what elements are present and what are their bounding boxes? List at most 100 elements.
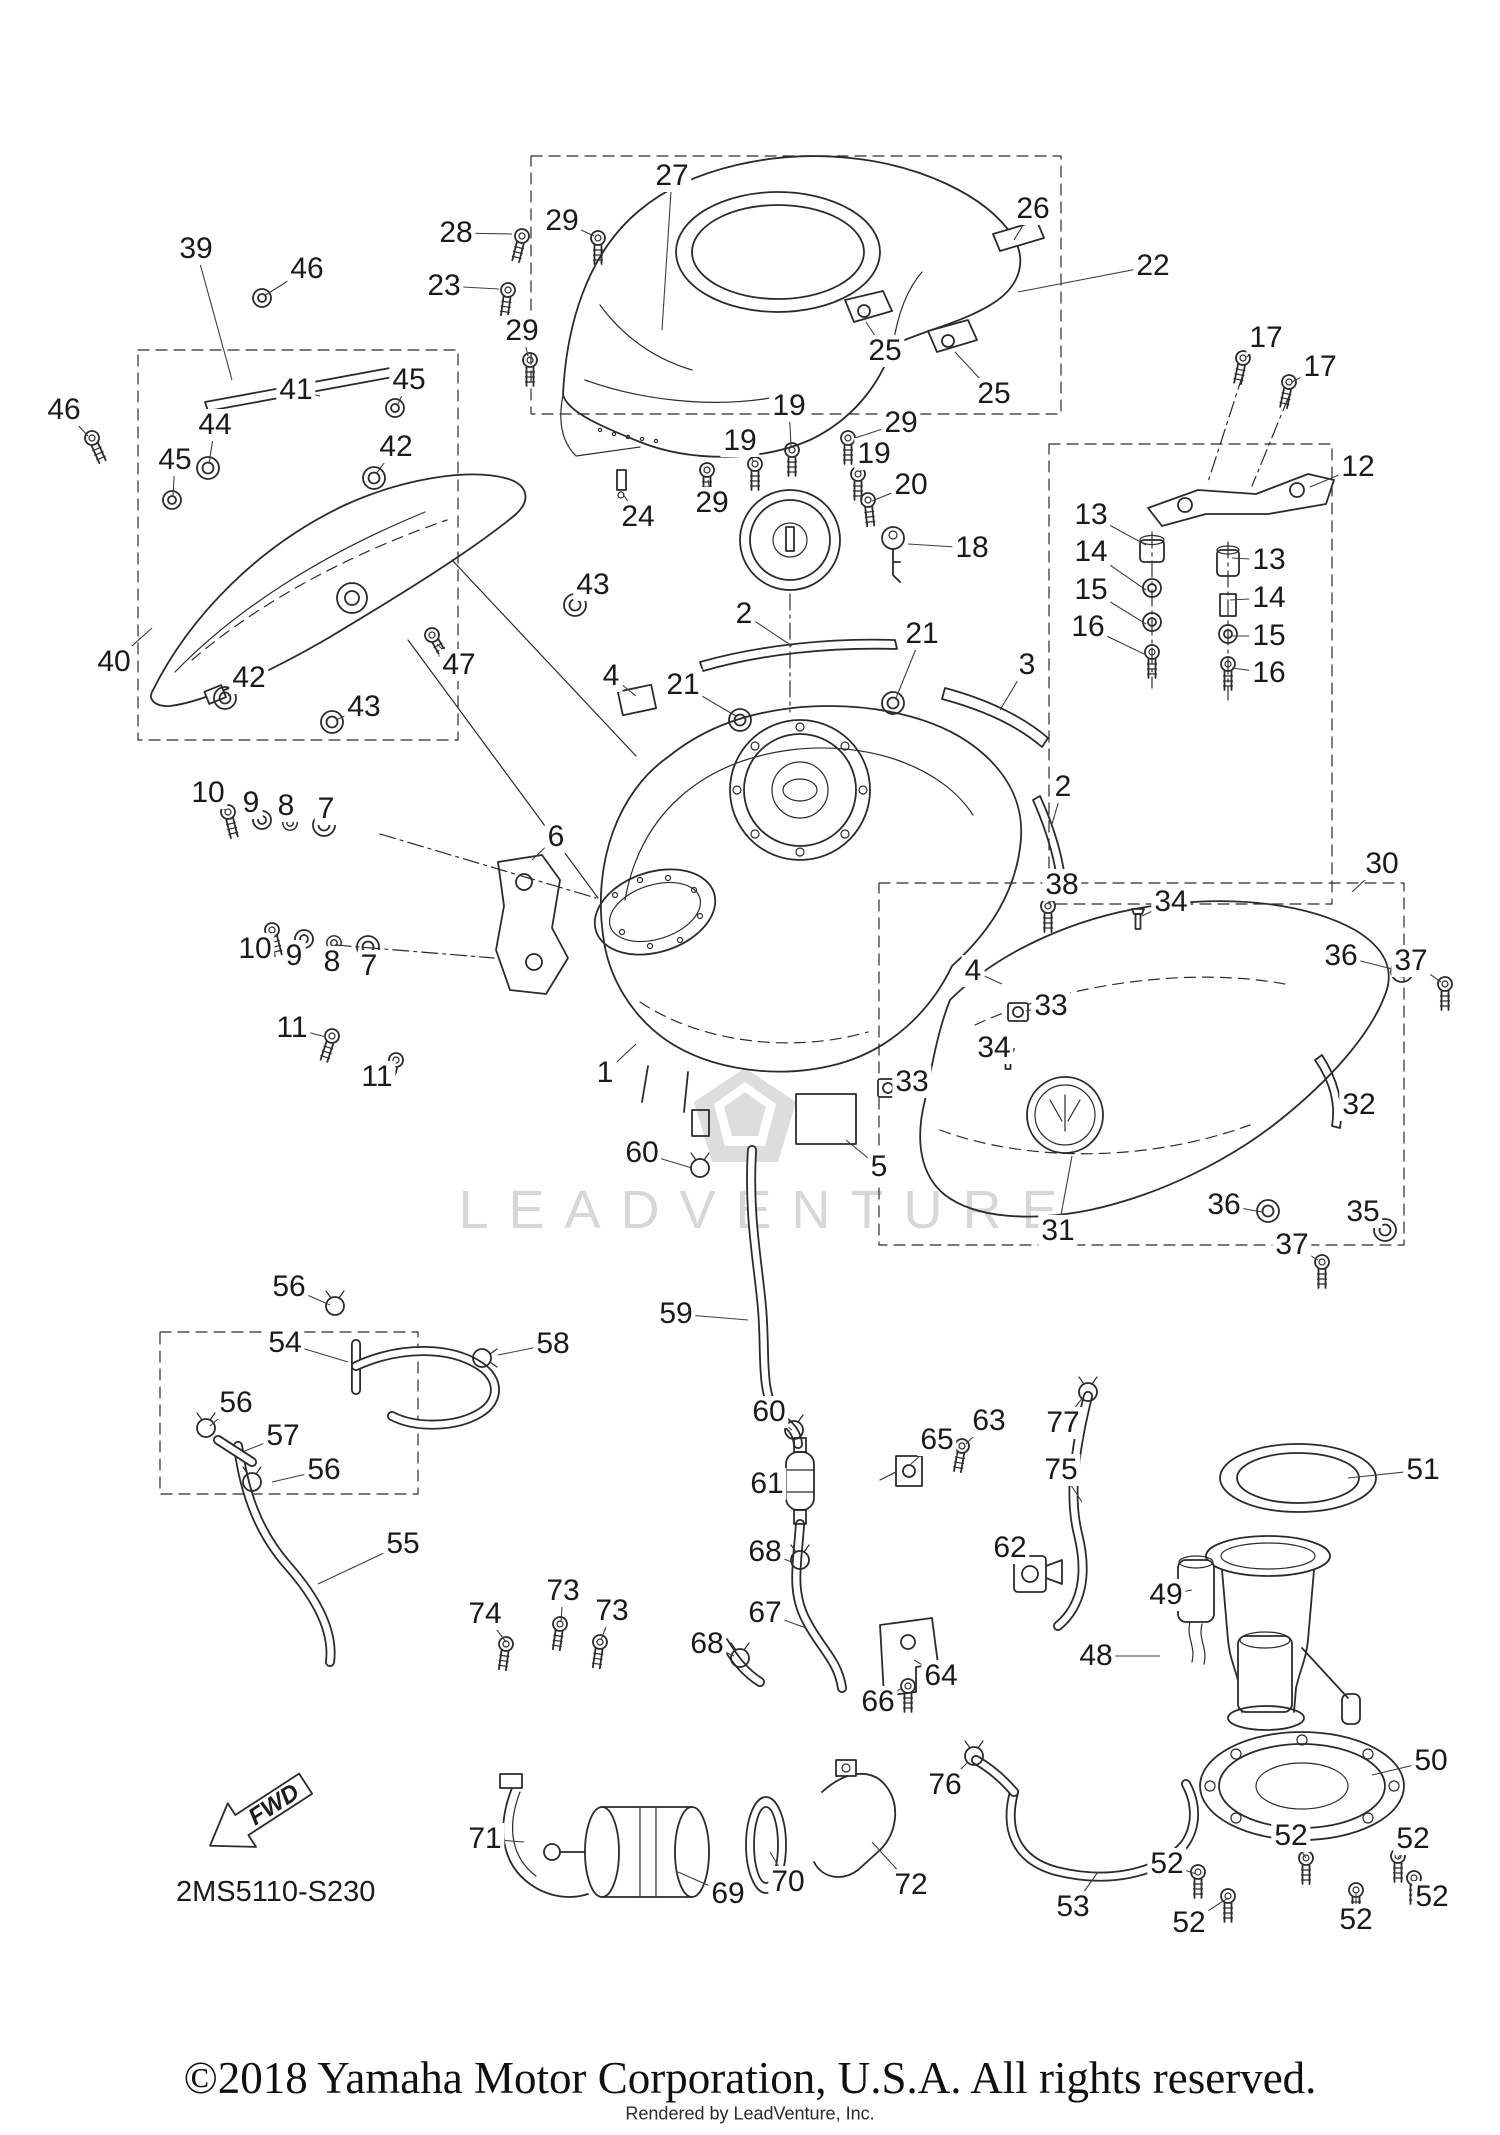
callout-55[interactable]: 55 — [383, 1528, 423, 1560]
callout-17[interactable]: 17 — [1300, 351, 1340, 383]
callout-53[interactable]: 53 — [1053, 1891, 1093, 1923]
callout-11[interactable]: 11 — [358, 1061, 396, 1093]
callout-56[interactable]: 56 — [269, 1271, 309, 1303]
callout-5[interactable]: 5 — [867, 1151, 891, 1183]
callout-38[interactable]: 38 — [1042, 869, 1082, 901]
callout-4[interactable]: 4 — [599, 660, 623, 692]
callout-72[interactable]: 72 — [891, 1869, 931, 1901]
callout-60[interactable]: 60 — [622, 1137, 662, 1169]
callout-73[interactable]: 73 — [592, 1595, 632, 1627]
callout-36[interactable]: 36 — [1321, 940, 1361, 972]
callout-42[interactable]: 42 — [376, 431, 416, 463]
callout-74[interactable]: 74 — [465, 1598, 505, 1630]
callout-21[interactable]: 21 — [902, 618, 942, 650]
callout-39[interactable]: 39 — [176, 233, 216, 265]
callout-12[interactable]: 12 — [1338, 451, 1378, 483]
callout-29[interactable]: 29 — [692, 487, 732, 519]
callout-13[interactable]: 13 — [1071, 499, 1111, 531]
callout-47[interactable]: 47 — [439, 649, 479, 681]
callout-18[interactable]: 18 — [952, 532, 992, 564]
callout-52[interactable]: 52 — [1147, 1848, 1187, 1880]
callout-43[interactable]: 43 — [573, 569, 613, 601]
callout-71[interactable]: 71 — [465, 1823, 505, 1855]
callout-50[interactable]: 50 — [1411, 1745, 1451, 1777]
callout-21[interactable]: 21 — [663, 669, 703, 701]
callout-7[interactable]: 7 — [314, 793, 338, 825]
callout-2[interactable]: 2 — [732, 598, 756, 630]
callout-59[interactable]: 59 — [656, 1298, 696, 1330]
callout-51[interactable]: 51 — [1403, 1454, 1443, 1486]
callout-33[interactable]: 33 — [892, 1066, 932, 1098]
callout-77[interactable]: 77 — [1043, 1407, 1083, 1439]
callout-40[interactable]: 40 — [94, 646, 134, 678]
callout-19[interactable]: 19 — [769, 390, 809, 422]
callout-34[interactable]: 34 — [1151, 886, 1191, 918]
callout-4[interactable]: 4 — [961, 955, 985, 987]
callout-14[interactable]: 14 — [1249, 582, 1289, 614]
callout-48[interactable]: 48 — [1076, 1640, 1116, 1672]
callout-66[interactable]: 66 — [858, 1686, 898, 1718]
callout-56[interactable]: 56 — [216, 1387, 256, 1419]
callout-36[interactable]: 36 — [1204, 1189, 1244, 1221]
callout-67[interactable]: 67 — [745, 1597, 785, 1629]
callout-29[interactable]: 29 — [502, 315, 542, 347]
callout-63[interactable]: 63 — [969, 1405, 1009, 1437]
callout-9[interactable]: 9 — [282, 940, 306, 972]
callout-23[interactable]: 23 — [424, 270, 464, 302]
callout-17[interactable]: 17 — [1246, 322, 1286, 354]
callout-11[interactable]: 11 — [273, 1012, 311, 1044]
callout-8[interactable]: 8 — [320, 946, 344, 978]
callout-30[interactable]: 30 — [1362, 848, 1402, 880]
callout-33[interactable]: 33 — [1031, 990, 1071, 1022]
callout-6[interactable]: 6 — [544, 821, 568, 853]
callout-29[interactable]: 29 — [881, 407, 921, 439]
callout-42[interactable]: 42 — [229, 662, 269, 694]
callout-61[interactable]: 61 — [747, 1468, 787, 1500]
callout-37[interactable]: 37 — [1391, 945, 1431, 977]
callout-14[interactable]: 14 — [1071, 536, 1111, 568]
callout-29[interactable]: 29 — [542, 205, 582, 237]
callout-15[interactable]: 15 — [1071, 574, 1111, 606]
callout-64[interactable]: 64 — [921, 1660, 961, 1692]
callout-15[interactable]: 15 — [1249, 620, 1289, 652]
callout-1[interactable]: 1 — [593, 1057, 617, 1089]
callout-62[interactable]: 62 — [990, 1532, 1030, 1564]
callout-31[interactable]: 31 — [1038, 1215, 1078, 1247]
callout-58[interactable]: 58 — [533, 1328, 573, 1360]
callout-8[interactable]: 8 — [274, 790, 298, 822]
callout-24[interactable]: 24 — [618, 501, 658, 533]
callout-28[interactable]: 28 — [436, 217, 476, 249]
callout-46[interactable]: 46 — [287, 253, 327, 285]
callout-25[interactable]: 25 — [865, 335, 905, 367]
callout-3[interactable]: 3 — [1015, 649, 1039, 681]
callout-26[interactable]: 26 — [1013, 193, 1053, 225]
callout-20[interactable]: 20 — [891, 469, 931, 501]
callout-35[interactable]: 35 — [1343, 1196, 1383, 1228]
callout-37[interactable]: 37 — [1272, 1229, 1312, 1261]
callout-75[interactable]: 75 — [1041, 1454, 1081, 1486]
callout-16[interactable]: 16 — [1068, 611, 1108, 643]
callout-25[interactable]: 25 — [974, 378, 1014, 410]
callout-27[interactable]: 27 — [652, 160, 692, 192]
callout-45[interactable]: 45 — [389, 364, 429, 396]
callout-45[interactable]: 45 — [155, 444, 195, 476]
callout-16[interactable]: 16 — [1249, 657, 1289, 689]
callout-52[interactable]: 52 — [1336, 1904, 1376, 1936]
callout-43[interactable]: 43 — [344, 691, 384, 723]
callout-52[interactable]: 52 — [1271, 1820, 1311, 1852]
callout-52[interactable]: 52 — [1393, 1823, 1433, 1855]
callout-76[interactable]: 76 — [925, 1769, 965, 1801]
callout-56[interactable]: 56 — [304, 1454, 344, 1486]
callout-46[interactable]: 46 — [44, 394, 84, 426]
callout-69[interactable]: 69 — [708, 1878, 748, 1910]
callout-70[interactable]: 70 — [768, 1866, 808, 1898]
callout-19[interactable]: 19 — [720, 425, 760, 457]
callout-10[interactable]: 10 — [235, 933, 275, 965]
callout-73[interactable]: 73 — [543, 1575, 583, 1607]
callout-7[interactable]: 7 — [357, 950, 381, 982]
callout-57[interactable]: 57 — [263, 1420, 303, 1452]
callout-13[interactable]: 13 — [1249, 544, 1289, 576]
callout-9[interactable]: 9 — [239, 787, 263, 819]
callout-32[interactable]: 32 — [1339, 1089, 1379, 1121]
callout-44[interactable]: 44 — [195, 409, 235, 441]
